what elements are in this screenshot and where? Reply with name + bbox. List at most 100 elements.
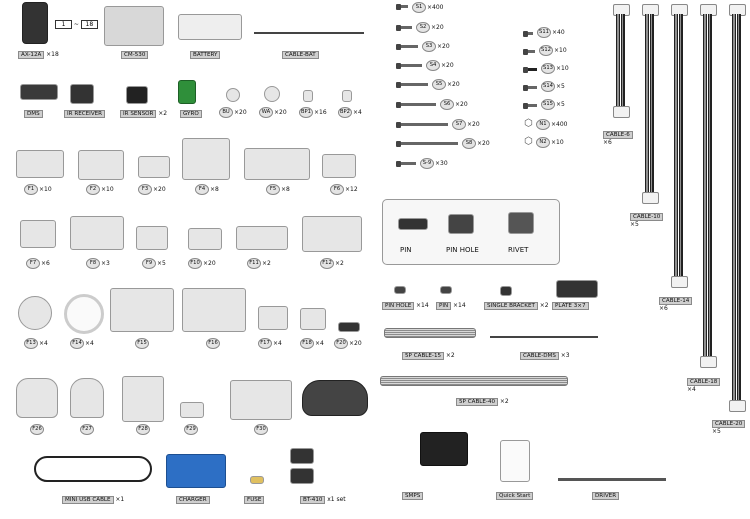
pin-hole-small-image: [394, 286, 406, 294]
s4-screw: [396, 62, 422, 69]
cable6-bottom-connector: [613, 106, 630, 118]
ir-sensor-label: IR SENSOR ×2: [120, 110, 167, 118]
s1-screw: [396, 3, 408, 10]
ir-receiver-label: IR RECEIVER: [64, 110, 106, 118]
mini-usb-cable-label: MINI USB CABLE ×1: [62, 496, 124, 504]
id-end: 18: [80, 20, 98, 29]
cable18-wire: [703, 14, 712, 356]
s11-screw: [523, 30, 533, 37]
ir-receiver-image: [70, 84, 94, 104]
single-bracket-tag: SINGLE BRACKET ×2: [484, 302, 549, 310]
cable10-wire: [645, 14, 654, 192]
cable10-label: CABLE-10×5: [630, 213, 664, 229]
s2-screw: [396, 24, 412, 31]
f17-bracket-image: [258, 306, 288, 330]
f26-helmet-image: [16, 378, 58, 418]
f5-bracket-image: [244, 148, 310, 180]
f8-bracket-image: [70, 216, 124, 250]
s13-screw: [523, 66, 537, 73]
f12-bracket-image: [302, 216, 362, 252]
s1-label: S1×400: [412, 2, 443, 13]
f29-part-image: [180, 402, 204, 418]
cable14-bottom-connector: [671, 276, 688, 288]
bp2-image: [342, 90, 352, 102]
bt410-label: BT-410 x1 set: [300, 496, 346, 504]
cable-bat-label: CABLE-BAT: [282, 51, 319, 59]
f17-label: F17×4: [258, 338, 282, 349]
driver-label: DRIVER: [592, 492, 620, 500]
s7-screw: [396, 121, 448, 128]
s7-label: S7×20: [452, 119, 480, 130]
f27-label: F27: [80, 424, 95, 435]
f18-label: F18×4: [300, 338, 324, 349]
5p-cable-40-label: 5P CABLE-40 ×2: [456, 398, 509, 406]
s15-label: S15×5: [541, 99, 565, 110]
s2-label: S2×20: [416, 22, 444, 33]
f1-label: F1×10: [24, 184, 52, 195]
charger-image: [166, 454, 226, 488]
pin-small-image: [440, 286, 452, 294]
id-start: 1: [55, 20, 72, 29]
cable-dms-label: CABLE-DMS ×3: [520, 352, 570, 360]
n2-label: N2×10: [536, 137, 564, 148]
pin-tag: PIN ×14: [436, 302, 466, 310]
f14-tire-image: [64, 294, 104, 334]
ax12a-servo-image: [22, 2, 48, 44]
f18-bracket-image: [300, 308, 326, 330]
bp1-label: BP1×16: [299, 107, 327, 118]
bp1-image: [303, 90, 313, 102]
id-range-indicator: 1 ~ 18: [55, 20, 98, 29]
bt410-module-image-2: [290, 468, 314, 484]
cable20-label: CABLE-20×5: [712, 420, 746, 436]
quick-start-booklet-image: [500, 440, 530, 482]
f4-label: F4×8: [195, 184, 219, 195]
plate-3x7-image: [556, 280, 598, 298]
s15-screw: [523, 102, 537, 109]
pin-hole-image: [448, 214, 474, 234]
f16-bracket-image: [182, 288, 246, 332]
bp2-label: BP2×4: [338, 107, 362, 118]
dms-image: [20, 84, 58, 100]
charger-label: CHARGER: [176, 496, 210, 504]
smps-adapter-image: [420, 432, 468, 466]
s5-label: S5×20: [432, 79, 460, 90]
gyro-label: GYRO: [180, 110, 202, 118]
s11-label: S11×40: [537, 27, 565, 38]
s12-screw: [523, 48, 535, 55]
remote-controller-image: [302, 380, 368, 416]
f14-label: F14×4: [70, 338, 94, 349]
5p-cable-15-image: [384, 328, 476, 338]
ax12a-label: AX-12A ×18: [18, 51, 59, 59]
s6-screw: [396, 101, 436, 108]
f13-wheel-image: [18, 296, 52, 330]
f10-bracket-image: [188, 228, 222, 250]
bu-bushing-image: [226, 88, 240, 102]
dms-label: DMS: [24, 110, 43, 118]
pin-caption: PIN: [400, 246, 412, 254]
cable-bat-image: [254, 32, 364, 34]
f9-label: F9×5: [142, 258, 166, 269]
5p-cable-15-label: 5P CABLE-15 ×2: [402, 352, 455, 360]
cable14-label: CABLE-14×6: [659, 297, 693, 313]
f11-label: F11×2: [247, 258, 271, 269]
wa-label: WA×20: [259, 107, 287, 118]
f20-joint-image: [338, 322, 360, 332]
cable6-wire: [616, 14, 625, 106]
s14-label: S14×5: [541, 81, 565, 92]
rivet-caption: RIVET: [508, 246, 529, 254]
f6-label: F6×12: [330, 184, 358, 195]
f10-label: F10×20: [188, 258, 216, 269]
cable6-label: CABLE-6×6: [603, 131, 633, 147]
pin-image: [398, 218, 428, 230]
battery-label: BATTERY: [190, 51, 221, 59]
f27-shell-image: [70, 378, 104, 418]
single-bracket-image: [500, 286, 512, 296]
f5-label: F5×8: [266, 184, 290, 195]
f2-bracket-image: [78, 150, 124, 180]
smps-label: SMPS: [402, 492, 424, 500]
cable18-bottom-connector: [700, 356, 717, 368]
cable10-bottom-connector: [642, 192, 659, 204]
cable-dms-image: [490, 336, 598, 338]
f15-label: F15: [135, 338, 150, 349]
f12-label: F12×2: [320, 258, 344, 269]
